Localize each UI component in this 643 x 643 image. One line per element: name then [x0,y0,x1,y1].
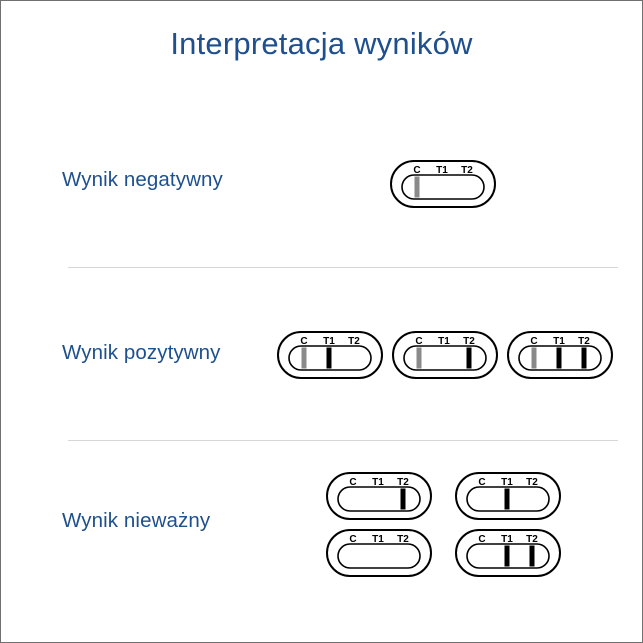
line-label-t1: T1 [553,336,565,347]
test-line-t2 [400,488,406,510]
page-title: Interpretacja wyników [170,26,473,61]
line-label-t1: T1 [372,534,384,545]
line-label-t1: T1 [372,477,384,488]
section-divider [68,267,618,268]
line-label-c: C [478,477,485,488]
line-label-t2: T2 [461,165,473,176]
line-label-t1: T1 [501,534,513,545]
line-label-t2: T2 [397,534,409,545]
line-label-t2: T2 [463,336,475,347]
test-cassette: C T1 T2 [390,160,496,208]
test-cassette: C T1 T2 [277,331,383,379]
section-label-negative: Wynik negatywny [62,168,223,191]
cassette-result-window [337,486,421,512]
test-line-t1 [504,545,510,567]
control-line [414,176,420,198]
test-line-t2 [466,347,472,369]
line-label-t2: T2 [526,534,538,545]
line-label-c: C [478,534,485,545]
line-label-t1: T1 [501,477,513,488]
line-label-c: C [349,534,356,545]
section-label-invalid: Wynik nieważny [62,509,211,532]
line-label-t2: T2 [397,477,409,488]
line-label-t1: T1 [436,165,448,176]
control-line [531,347,537,369]
line-label-t1: T1 [438,336,450,347]
cassette-result-window [403,345,487,371]
test-line-t2 [529,545,535,567]
control-line [416,347,422,369]
line-label-c: C [530,336,537,347]
test-cassette: C T1 T2 [326,529,432,577]
test-cassette: C T1 T2 [507,331,613,379]
line-label-c: C [413,165,420,176]
line-label-t1: T1 [323,336,335,347]
line-label-t2: T2 [526,477,538,488]
line-label-t2: T2 [348,336,360,347]
test-line-t1 [326,347,332,369]
test-line-t1 [556,347,562,369]
line-label-c: C [300,336,307,347]
control-line [301,347,307,369]
test-line-t2 [581,347,587,369]
test-cassette: C T1 T2 [455,472,561,520]
cassette-result-window [401,174,485,200]
line-label-c: C [415,336,422,347]
line-label-c: C [349,477,356,488]
test-line-t1 [504,488,510,510]
cassette-result-window [337,543,421,569]
line-label-t2: T2 [578,336,590,347]
test-cassette: C T1 T2 [392,331,498,379]
test-cassette: C T1 T2 [326,472,432,520]
test-cassette: C T1 T2 [455,529,561,577]
section-label-positive: Wynik pozytywny [62,341,221,364]
section-divider [68,440,618,441]
